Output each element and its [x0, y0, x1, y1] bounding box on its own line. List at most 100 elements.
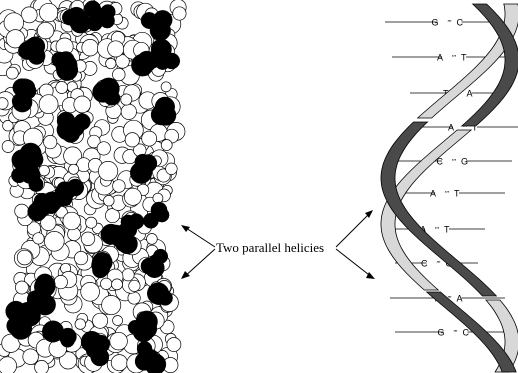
- atom-dark: [34, 193, 50, 209]
- helix-strands: [381, 4, 518, 372]
- atom-light: [81, 232, 95, 246]
- atom-light: [44, 135, 57, 148]
- atom-light: [2, 141, 14, 153]
- atom-light: [128, 292, 140, 304]
- atom-light: [113, 68, 126, 81]
- arrowhead-left-upper: [181, 225, 190, 232]
- atom-light: [35, 360, 49, 373]
- atom-light: [93, 313, 108, 328]
- atom-light: [125, 133, 139, 147]
- base-right: A: [467, 89, 473, 99]
- atom-light: [44, 231, 64, 251]
- arrowhead-left-lower: [181, 271, 190, 279]
- arrow-to-left-helix-lower: [183, 249, 215, 278]
- atom-light: [113, 180, 126, 193]
- atom-dark: [61, 333, 75, 347]
- atom-light: [37, 22, 54, 39]
- atom-light: [173, 7, 186, 20]
- atom-dark: [93, 259, 110, 276]
- hydrogen-bond-mark: ′′′: [452, 159, 457, 166]
- atom-dark: [20, 164, 39, 183]
- base-left: A: [448, 123, 454, 133]
- atom-light: [17, 250, 32, 265]
- atom-dark: [135, 154, 151, 170]
- atom-light: [15, 281, 28, 294]
- center-label: Two parallel helicies: [216, 240, 324, 256]
- atom-light: [74, 251, 87, 264]
- atom-light: [108, 41, 124, 57]
- hydrogen-bond-mark: ′′′: [445, 191, 450, 198]
- atom-dark: [57, 119, 78, 140]
- atom-light: [98, 161, 117, 180]
- hydrogen-bond-mark: ′′′: [437, 261, 442, 268]
- atom-light: [86, 217, 97, 228]
- atom-light: [63, 212, 81, 230]
- atom-dark: [101, 224, 121, 244]
- atom-dark: [10, 318, 32, 340]
- atom-light: [129, 280, 140, 291]
- atom-light: [121, 94, 132, 105]
- atom-dark: [100, 13, 115, 28]
- ribbon-dna-model: G′′′CA′′′TT′′′AA′′′TC′′′GA′′′TA′′′TC′′′G…: [381, 4, 518, 372]
- atom-light: [161, 82, 171, 92]
- base-left: G: [437, 328, 444, 338]
- atom-light: [101, 278, 112, 289]
- atom-dark: [20, 83, 36, 99]
- atom-dark: [143, 213, 158, 228]
- atom-light: [82, 39, 99, 56]
- base-right: T: [461, 53, 467, 63]
- atom-light: [121, 104, 136, 119]
- atom-dark: [81, 331, 102, 352]
- atom-dark: [121, 215, 135, 229]
- atom-light: [74, 96, 91, 113]
- base-right: G: [461, 157, 468, 167]
- atom-dark: [18, 42, 36, 60]
- atom-dark: [58, 52, 75, 69]
- atom-light: [166, 163, 178, 175]
- atom-dark: [137, 52, 157, 72]
- atom-light: [102, 296, 121, 315]
- atom-light: [167, 338, 181, 352]
- base-left: G: [431, 18, 438, 28]
- atom-light: [112, 279, 123, 290]
- hydrogen-bond-mark: ′′′: [454, 330, 459, 337]
- atom-dark: [36, 274, 54, 292]
- atom-light: [97, 142, 110, 155]
- hydrogen-bond-mark: ′′′: [448, 20, 453, 27]
- base-right: T: [454, 189, 460, 199]
- atom-light: [23, 349, 39, 365]
- base-left: C: [421, 259, 428, 269]
- atom-light: [113, 316, 123, 326]
- base-right: C: [463, 328, 470, 338]
- hydrogen-bond-mark: ′′′: [452, 55, 457, 62]
- hydrogen-bond-mark: ′′′: [435, 227, 440, 234]
- arrow-to-right-helix-upper: [336, 212, 371, 247]
- atom-light: [104, 195, 115, 206]
- atom-light: [56, 82, 68, 94]
- atom-dark: [133, 321, 154, 342]
- atom-light: [6, 67, 18, 79]
- atom-light: [110, 332, 128, 350]
- atom-dark: [67, 179, 84, 196]
- atom-light: [39, 95, 58, 114]
- atom-dark: [159, 108, 173, 122]
- atom-dark: [151, 290, 166, 305]
- atom-light: [75, 319, 86, 330]
- atom-light: [54, 275, 67, 288]
- base-right: C: [457, 18, 464, 28]
- atom-light: [106, 58, 116, 68]
- atom-light: [153, 193, 163, 203]
- atom-dark: [67, 7, 86, 26]
- atom-light: [69, 164, 79, 174]
- atom-light: [142, 131, 157, 146]
- atom-light: [147, 234, 158, 245]
- atom-light: [0, 357, 17, 373]
- atom-light: [39, 3, 58, 22]
- atom-light: [161, 140, 172, 151]
- base-left: A: [437, 53, 443, 63]
- atom-dark: [135, 352, 153, 370]
- atom-light: [111, 355, 127, 371]
- atom-light: [81, 282, 100, 301]
- space-filling-dna-model: [0, 0, 186, 373]
